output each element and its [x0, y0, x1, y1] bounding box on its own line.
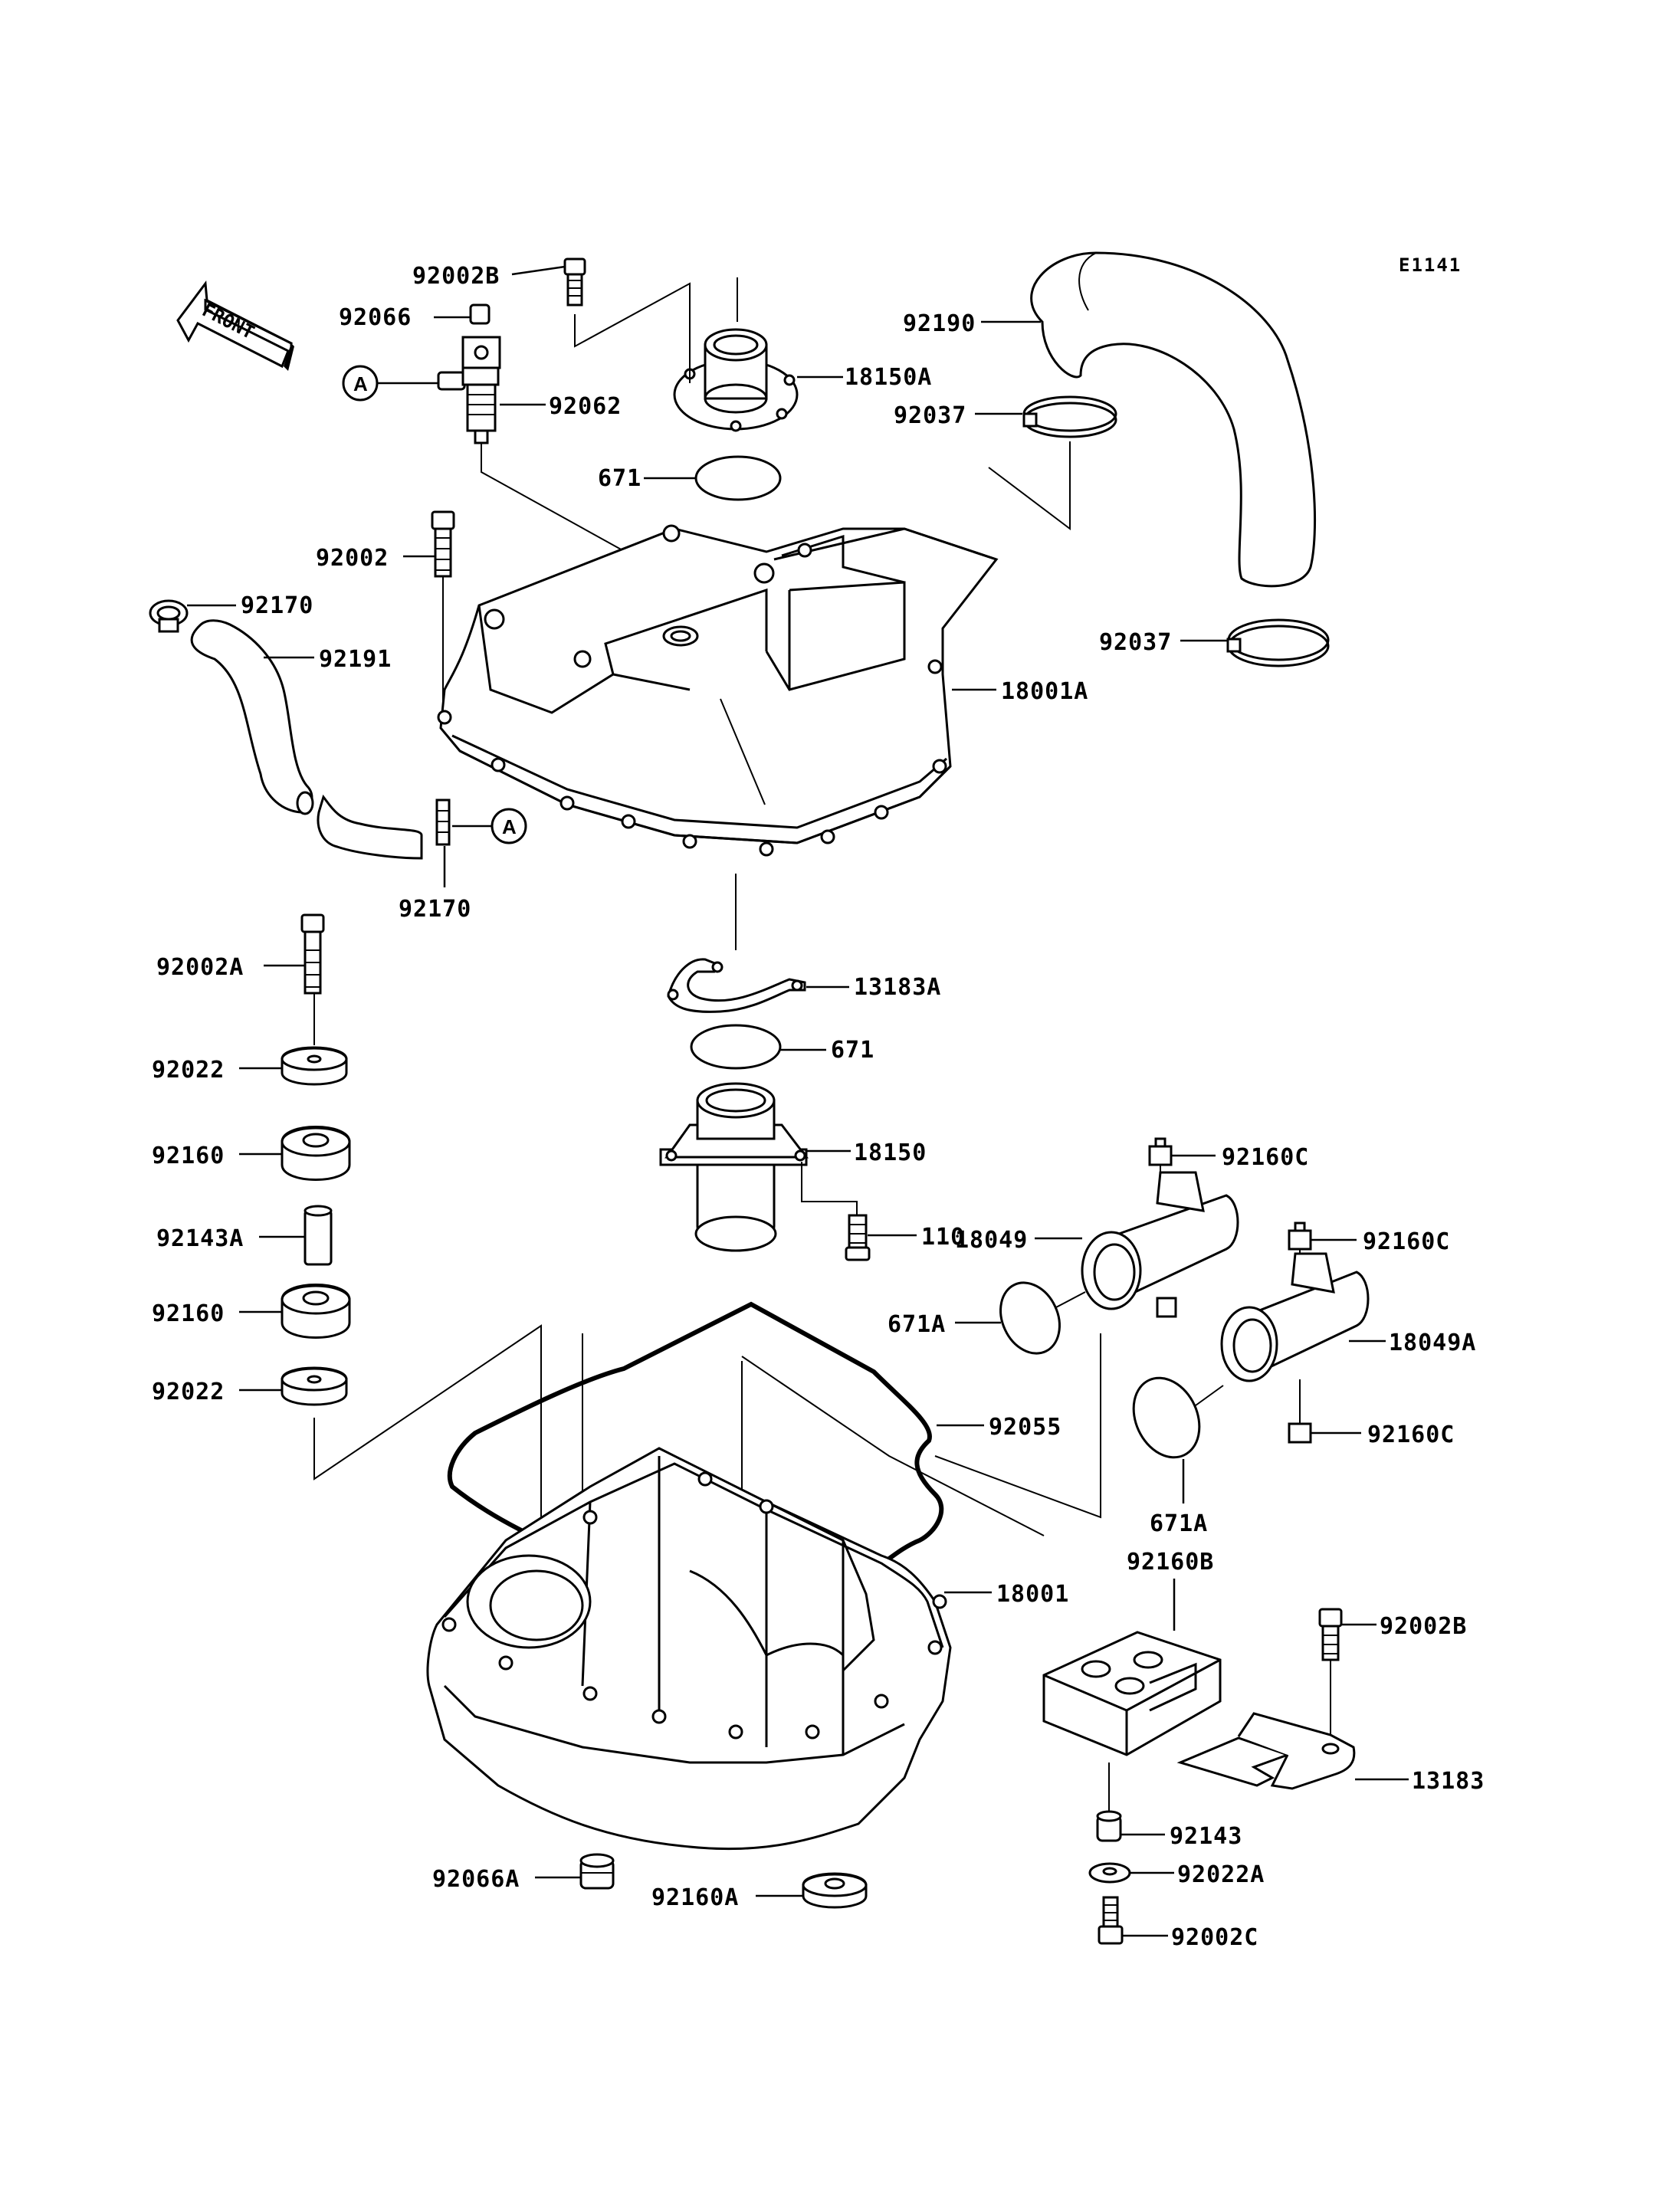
clamp-92037-right — [1226, 618, 1330, 667]
guide-671A-left — [1055, 1291, 1086, 1308]
leader-92002B-top — [511, 265, 566, 276]
label-92170-top: 92170 — [241, 592, 313, 619]
bracket-13183A — [667, 958, 806, 1013]
clamp-92037-top — [1022, 395, 1117, 438]
guide-bolt-to-18150A — [574, 282, 691, 383]
hose-92190 — [1030, 251, 1317, 588]
oring-671-mid — [690, 1024, 782, 1070]
grommet-92160A — [802, 1872, 868, 1909]
label-92002B-top: 92002B — [412, 263, 500, 290]
oring-671A-left — [999, 1281, 1061, 1355]
guide-18049-to-case — [934, 1333, 1101, 1519]
label-92002C: 92002C — [1171, 1924, 1258, 1951]
label-13183A: 13183A — [854, 974, 941, 1001]
ref-letter-A-bottom: A — [502, 815, 517, 838]
label-18049A: 18049A — [1389, 1330, 1476, 1356]
label-92160C-1: 92160C — [1222, 1144, 1309, 1171]
label-671-top: 671 — [598, 465, 641, 492]
label-92002A: 92002A — [156, 954, 244, 981]
label-92037-right: 92037 — [1099, 629, 1172, 656]
stud-92170-bottom — [435, 798, 451, 846]
label-18150: 18150 — [854, 1139, 927, 1166]
plug-92066A — [579, 1853, 615, 1890]
grommet-92160-top — [281, 1126, 351, 1181]
duct-18150 — [659, 1082, 809, 1252]
label-92022-top: 92022 — [152, 1057, 225, 1084]
label-92066: 92066 — [339, 304, 412, 331]
label-92037-top: 92037 — [894, 402, 966, 429]
label-92002: 92002 — [316, 545, 389, 572]
label-92022A: 92022A — [1177, 1861, 1265, 1888]
label-110: 110 — [921, 1224, 965, 1251]
clip-92170-top — [149, 599, 189, 633]
duct-18049 — [1081, 1171, 1239, 1318]
label-92143A: 92143A — [156, 1225, 244, 1252]
bracket-13183 — [1176, 1712, 1356, 1790]
bolt-92002 — [431, 510, 455, 578]
collar-92143 — [1096, 1810, 1122, 1842]
ref-marker-A-top: A — [342, 365, 379, 402]
ref-letter-A-top: A — [353, 372, 368, 395]
label-18001A: 18001A — [1001, 678, 1088, 705]
label-92002B-right: 92002B — [1380, 1613, 1467, 1640]
guide-671A-bottom — [1195, 1385, 1224, 1406]
duct-18049A — [1220, 1252, 1370, 1382]
oring-671A-bottom — [1132, 1376, 1201, 1459]
bolt-110 — [845, 1214, 871, 1261]
oring-671-top — [694, 455, 782, 501]
label-92160B: 92160B — [1127, 1549, 1214, 1576]
clip-92160C-3 — [1288, 1422, 1312, 1444]
washer-92022-bottom — [281, 1366, 348, 1406]
label-18049: 18049 — [955, 1227, 1028, 1254]
guide-18150-to-110 — [801, 1162, 858, 1215]
bolt-92002C — [1098, 1896, 1124, 1945]
washer-92022-top — [281, 1046, 348, 1086]
clip-92160C-2 — [1288, 1221, 1312, 1251]
duct-18150A — [673, 328, 799, 432]
label-671A-bottom: 671A — [1150, 1510, 1208, 1537]
cap-92066 — [469, 303, 491, 325]
oilpan-18001 — [426, 1447, 952, 1851]
guide-left-stack-to-case — [313, 1324, 542, 1533]
label-18150A: 18150A — [845, 364, 932, 391]
label-92055: 92055 — [989, 1414, 1061, 1441]
bracket-92160B — [1042, 1631, 1222, 1756]
label-92160C-3: 92160C — [1367, 1421, 1455, 1448]
cover-18001A — [437, 524, 999, 857]
label-92160A: 92160A — [651, 1884, 739, 1911]
label-92160C-2: 92160C — [1363, 1228, 1450, 1255]
label-92170-bottom: 92170 — [399, 896, 471, 923]
label-13183: 13183 — [1412, 1768, 1485, 1795]
guide-cover-interior — [720, 698, 766, 805]
guide-92037-top — [988, 441, 1071, 531]
grommet-92160-bottom — [281, 1284, 351, 1339]
label-92191: 92191 — [319, 646, 392, 673]
label-92062: 92062 — [549, 393, 622, 420]
guide-92055-right — [741, 1356, 1045, 1536]
collar-92143A — [304, 1205, 333, 1266]
front-arrow-icon: FRONT — [176, 280, 294, 371]
label-92160-top: 92160 — [152, 1143, 225, 1169]
label-92160-bottom: 92160 — [152, 1300, 225, 1327]
fitting-92062 — [437, 336, 501, 444]
label-92190: 92190 — [903, 310, 976, 337]
bolt-92002A — [300, 913, 325, 995]
ref-marker-A-bottom: A — [491, 808, 527, 844]
label-92022-bottom: 92022 — [152, 1379, 225, 1405]
label-92066A: 92066A — [432, 1866, 520, 1893]
hose-92191 — [190, 619, 423, 860]
label-671-mid: 671 — [831, 1037, 874, 1064]
label-671A-left: 671A — [888, 1311, 946, 1338]
diagram-code: E1141 — [1399, 254, 1462, 276]
clip-92160C-1 — [1148, 1137, 1173, 1166]
label-92143: 92143 — [1170, 1823, 1242, 1850]
label-18001: 18001 — [996, 1581, 1069, 1608]
bolt-92002B-top — [563, 257, 586, 307]
washer-92022A — [1088, 1862, 1131, 1884]
bolt-92002B-right — [1318, 1608, 1343, 1661]
